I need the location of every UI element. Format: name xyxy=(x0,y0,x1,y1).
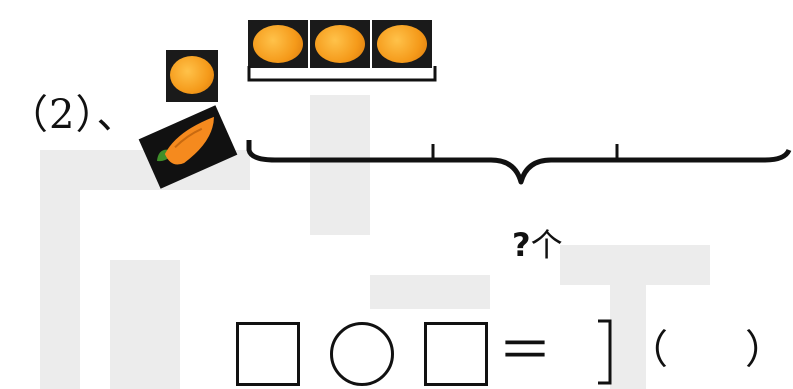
answer-blank[interactable] xyxy=(672,330,752,376)
orange-tile xyxy=(166,50,218,102)
orange-tile xyxy=(372,20,432,68)
watermark-shape xyxy=(40,150,80,389)
problem-label: （2）、 xyxy=(8,92,138,138)
question-mark: ? xyxy=(512,226,531,264)
small-bracket xyxy=(247,66,437,82)
carrot-icon xyxy=(156,116,214,165)
carrot-tile xyxy=(138,105,238,189)
equals-sign: ＝ xyxy=(498,319,552,382)
operator-circle[interactable] xyxy=(330,322,394,386)
orange-tile xyxy=(248,20,308,68)
watermark-shape xyxy=(370,275,490,309)
watermark-shape xyxy=(110,260,180,389)
answer-box-first[interactable] xyxy=(236,322,300,386)
orange-icon xyxy=(253,25,303,63)
answer-paren-open: （ xyxy=(628,327,668,373)
orange-icon xyxy=(315,25,365,63)
unit-label: 个 xyxy=(530,226,563,264)
answer-box-second[interactable] xyxy=(424,322,488,386)
result-bracket xyxy=(598,319,612,385)
orange-icon xyxy=(170,56,214,94)
large-brace xyxy=(246,140,792,185)
watermark-shape xyxy=(310,95,370,235)
unknown-count-label: ?个 xyxy=(512,220,563,266)
orange-icon xyxy=(377,25,427,63)
watermark-shape xyxy=(610,245,646,389)
answer-paren-close: ） xyxy=(745,327,785,373)
orange-tile xyxy=(310,20,370,68)
